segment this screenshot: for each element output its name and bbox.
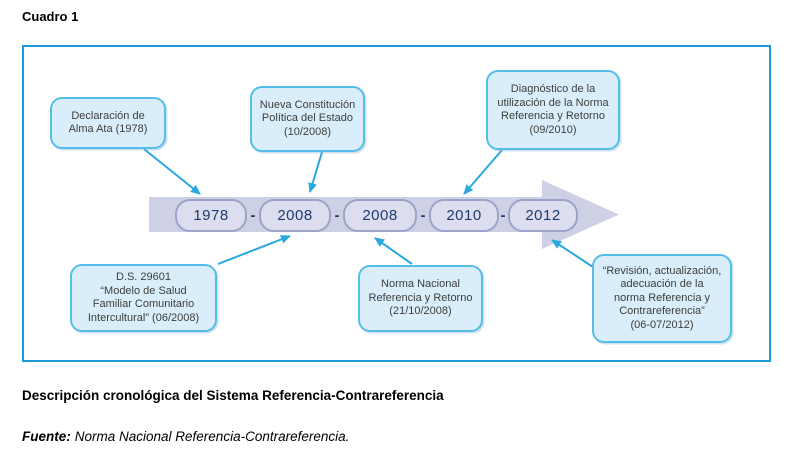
callout-nueva-constitucion: Nueva Constitución Política del Estado (…	[250, 86, 365, 152]
source-text: Norma Nacional Referencia-Contrareferenc…	[74, 429, 350, 444]
timeline-separator: -	[250, 207, 256, 224]
timeline-year-2008a: 2008	[259, 199, 331, 232]
connector-arrow-ds-29601	[217, 235, 291, 265]
connector-arrow-alma-ata	[143, 148, 201, 195]
connector-arrow-norma-nacional	[374, 237, 413, 265]
source-label: Fuente:	[22, 429, 71, 444]
timeline-year-2008b: 2008	[343, 199, 417, 232]
connector-arrow-diagnostico	[463, 149, 503, 195]
timeline-year-2010: 2010	[429, 199, 499, 232]
connector-arrow-nueva-constitucion	[308, 151, 323, 193]
callout-revision: “Revisión, actualización, adecuación de …	[592, 254, 732, 343]
callout-alma-ata: Declaración de Alma Ata (1978)	[50, 97, 166, 149]
timeline-year-1978: 1978	[175, 199, 247, 232]
connector-arrow-revision	[551, 239, 594, 268]
source-line: Fuente:Norma Nacional Referencia-Contrar…	[22, 429, 349, 444]
timeline-separator: -	[420, 207, 426, 224]
figure-label: Cuadro 1	[22, 9, 79, 24]
timeline-diagram: 1978 - 2008 - 2008 - 2010 - 2012 Declara…	[22, 45, 771, 362]
callout-norma-nacional: Norma Nacional Referencia y Retorno (21/…	[358, 265, 483, 332]
callout-ds-29601: D.S. 29601 “Modelo de Salud Familiar Com…	[70, 264, 217, 332]
timeline-separator: -	[500, 207, 506, 224]
timeline-year-2012: 2012	[508, 199, 578, 232]
timeline-separator: -	[334, 207, 340, 224]
figure-caption: Descripción cronológica del Sistema Refe…	[22, 388, 444, 403]
callout-diagnostico: Diagnóstico de la utilización de la Norm…	[486, 70, 620, 150]
